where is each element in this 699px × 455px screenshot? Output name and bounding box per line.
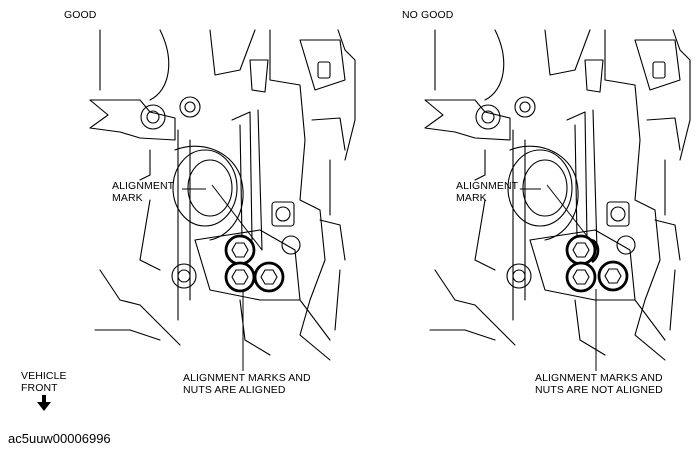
figure-code: ac5uuw00006996 [8,431,111,446]
vehicle-front-label: VEHICLE FRONT [21,370,67,394]
down-arrow-icon [37,395,51,411]
good-heading: GOOD [64,9,97,21]
no-good-alignment-mark-label: ALIGNMENT MARK [456,180,519,204]
good-callout: ALIGNMENT MARKS AND NUTS ARE ALIGNED [183,372,311,396]
no-good-leader-lines [520,184,599,371]
good-nuts [224,234,285,293]
no-good-heading: NO GOOD [402,9,454,21]
no-good-callout: ALIGNMENT MARKS AND NUTS ARE NOT ALIGNED [535,372,663,396]
good-leader-lines [182,184,263,371]
good-alignment-mark-label: ALIGNMENT MARK [112,180,175,204]
no-good-nuts [565,234,629,293]
